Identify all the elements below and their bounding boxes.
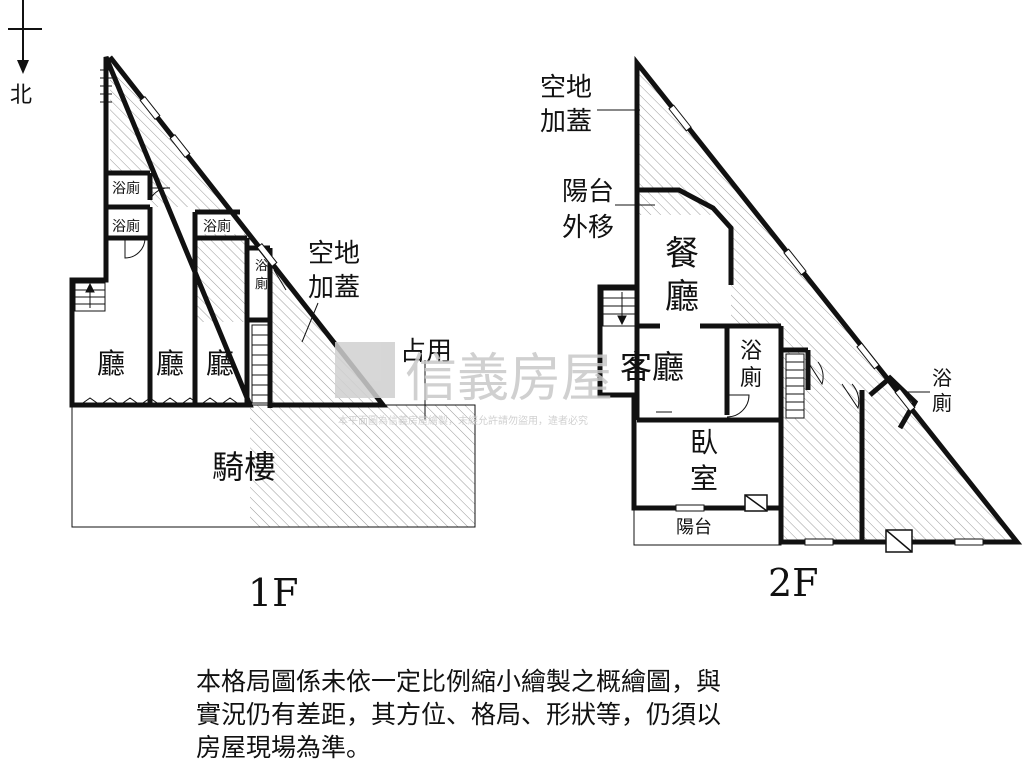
disclaimer-note: 本格局圖係未依一定比例縮小繪製之概繪圖，與 實況仍有差距，其方位、格局、形狀等，… xyxy=(196,665,816,764)
floor1-hatched-room xyxy=(195,234,247,322)
floor2-balcony-moved-label-1: 陽台 xyxy=(562,177,614,207)
watermark: 信義房屋 本平面圖為信義房屋繪製，未經允許請勿盜用，違者必究 xyxy=(335,342,613,427)
north-arrow-icon xyxy=(8,0,42,74)
floor1-hall-1-label: 廳 xyxy=(97,347,125,380)
floor1-stairs-right xyxy=(251,324,269,404)
arcade-hatched-area xyxy=(250,405,475,527)
dining-label-1: 餐 xyxy=(665,234,699,274)
floor1-bath-2-label: 浴廁 xyxy=(112,218,140,235)
dining-label-2: 廳 xyxy=(665,277,699,317)
floor2-added-space-label-2: 加蓋 xyxy=(540,107,592,137)
floor2-windows xyxy=(668,104,984,546)
floor1-vent-marks xyxy=(100,69,112,103)
floor2-bath-b-label-1: 浴 xyxy=(932,366,952,390)
watermark-brand: 信義房屋 xyxy=(405,349,613,409)
floor1-interior-walls xyxy=(106,170,273,408)
arcade-label: 騎樓 xyxy=(212,448,276,486)
floor1-windows xyxy=(139,96,278,267)
floor2-stairs-right xyxy=(785,353,805,419)
bedroom-label-2: 室 xyxy=(690,462,718,495)
bedroom-label-1: 臥 xyxy=(690,426,718,459)
disclaimer-line-2: 實況仍有差距，其方位、格局、形狀等，仍須以 xyxy=(196,700,722,729)
floor2-bath-b-label-2: 廁 xyxy=(932,391,952,415)
floor2-balcony-label: 陽台 xyxy=(676,517,712,538)
watermark-notice: 本平面圖為信義房屋繪製，未經允許請勿盜用，違者必究 xyxy=(338,414,588,427)
living-room-label: 客廳 xyxy=(620,348,684,386)
floor2-hatched-balcony-moved xyxy=(637,190,720,215)
floor1-bath-1-label: 浴廁 xyxy=(112,180,140,197)
floor1-outer-wall xyxy=(69,55,389,408)
disclaimer-line-3: 房屋現場為準。 xyxy=(196,733,372,762)
floor2-interior-walls xyxy=(634,187,919,542)
floor2-doors xyxy=(656,361,860,418)
floor1-hall-2-label: 廳 xyxy=(156,347,184,380)
floor1-occupied-label: 占用 xyxy=(400,337,452,367)
floor1-shutter-line xyxy=(79,397,241,406)
floor2-bath-a-label-2: 廁 xyxy=(740,366,762,391)
floor1-title: 1F xyxy=(248,571,299,615)
floor1-doors xyxy=(124,187,287,291)
floor2-title: 2F xyxy=(768,561,819,605)
floor1-hall-3-label: 廳 xyxy=(206,347,234,380)
floor2-added-space-label-1: 空地 xyxy=(540,73,592,103)
floor1-added-space-label-1: 空地 xyxy=(308,239,360,269)
floor1-bath-4-label-2: 廁 xyxy=(255,276,268,292)
floor1-plan: 浴廁 浴廁 浴廁 浴 廁 廳 廳 廳 騎樓 空地 加蓋 占用 1F xyxy=(69,55,476,615)
floor2-stairs-left xyxy=(602,289,636,327)
floor1-bath-3-label: 浴廁 xyxy=(203,218,231,235)
floor2-ac-units xyxy=(744,494,913,553)
floor2-plan: 空地 加蓋 陽台 外移 餐 廳 客廳 浴 廁 臥 室 陽台 浴 廁 2F xyxy=(540,55,1023,605)
watermark-logo-icon xyxy=(335,342,395,398)
floor2-bath-a-label-1: 浴 xyxy=(740,339,762,364)
floor1-added-space-leader xyxy=(301,302,319,343)
floor1-bath-4-label-1: 浴 xyxy=(255,259,268,274)
floor1-stairs-left xyxy=(74,282,106,312)
floor2-balcony-moved-label-2: 外移 xyxy=(562,213,614,243)
disclaimer-line-1: 本格局圖係未依一定比例縮小繪製之概繪圖，與 xyxy=(196,667,722,696)
north-label: 北 xyxy=(10,83,32,108)
floor1-added-space-label-2: 加蓋 xyxy=(308,273,360,303)
